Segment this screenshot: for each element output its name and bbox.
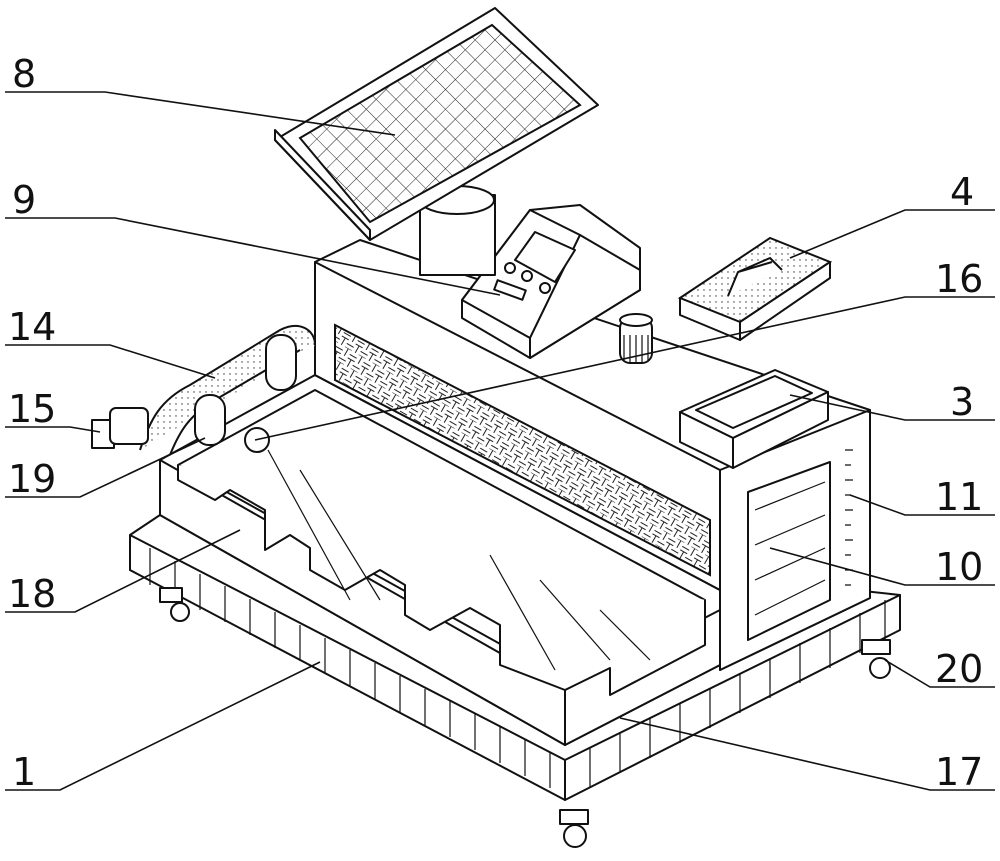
label-19: 19 xyxy=(8,457,56,501)
lid-with-handle xyxy=(680,238,830,340)
label-16: 16 xyxy=(935,257,983,301)
label-8: 8 xyxy=(12,52,36,96)
label-9: 9 xyxy=(12,178,36,222)
label-10: 10 xyxy=(935,545,983,589)
label-15: 15 xyxy=(8,387,56,431)
label-4: 4 xyxy=(950,170,974,214)
label-18: 18 xyxy=(8,572,56,616)
label-20: 20 xyxy=(935,647,983,691)
label-14: 14 xyxy=(8,305,56,349)
label-17: 17 xyxy=(935,750,983,794)
label-3: 3 xyxy=(950,380,974,424)
label-1: 1 xyxy=(12,750,36,794)
label-11: 11 xyxy=(935,475,983,519)
